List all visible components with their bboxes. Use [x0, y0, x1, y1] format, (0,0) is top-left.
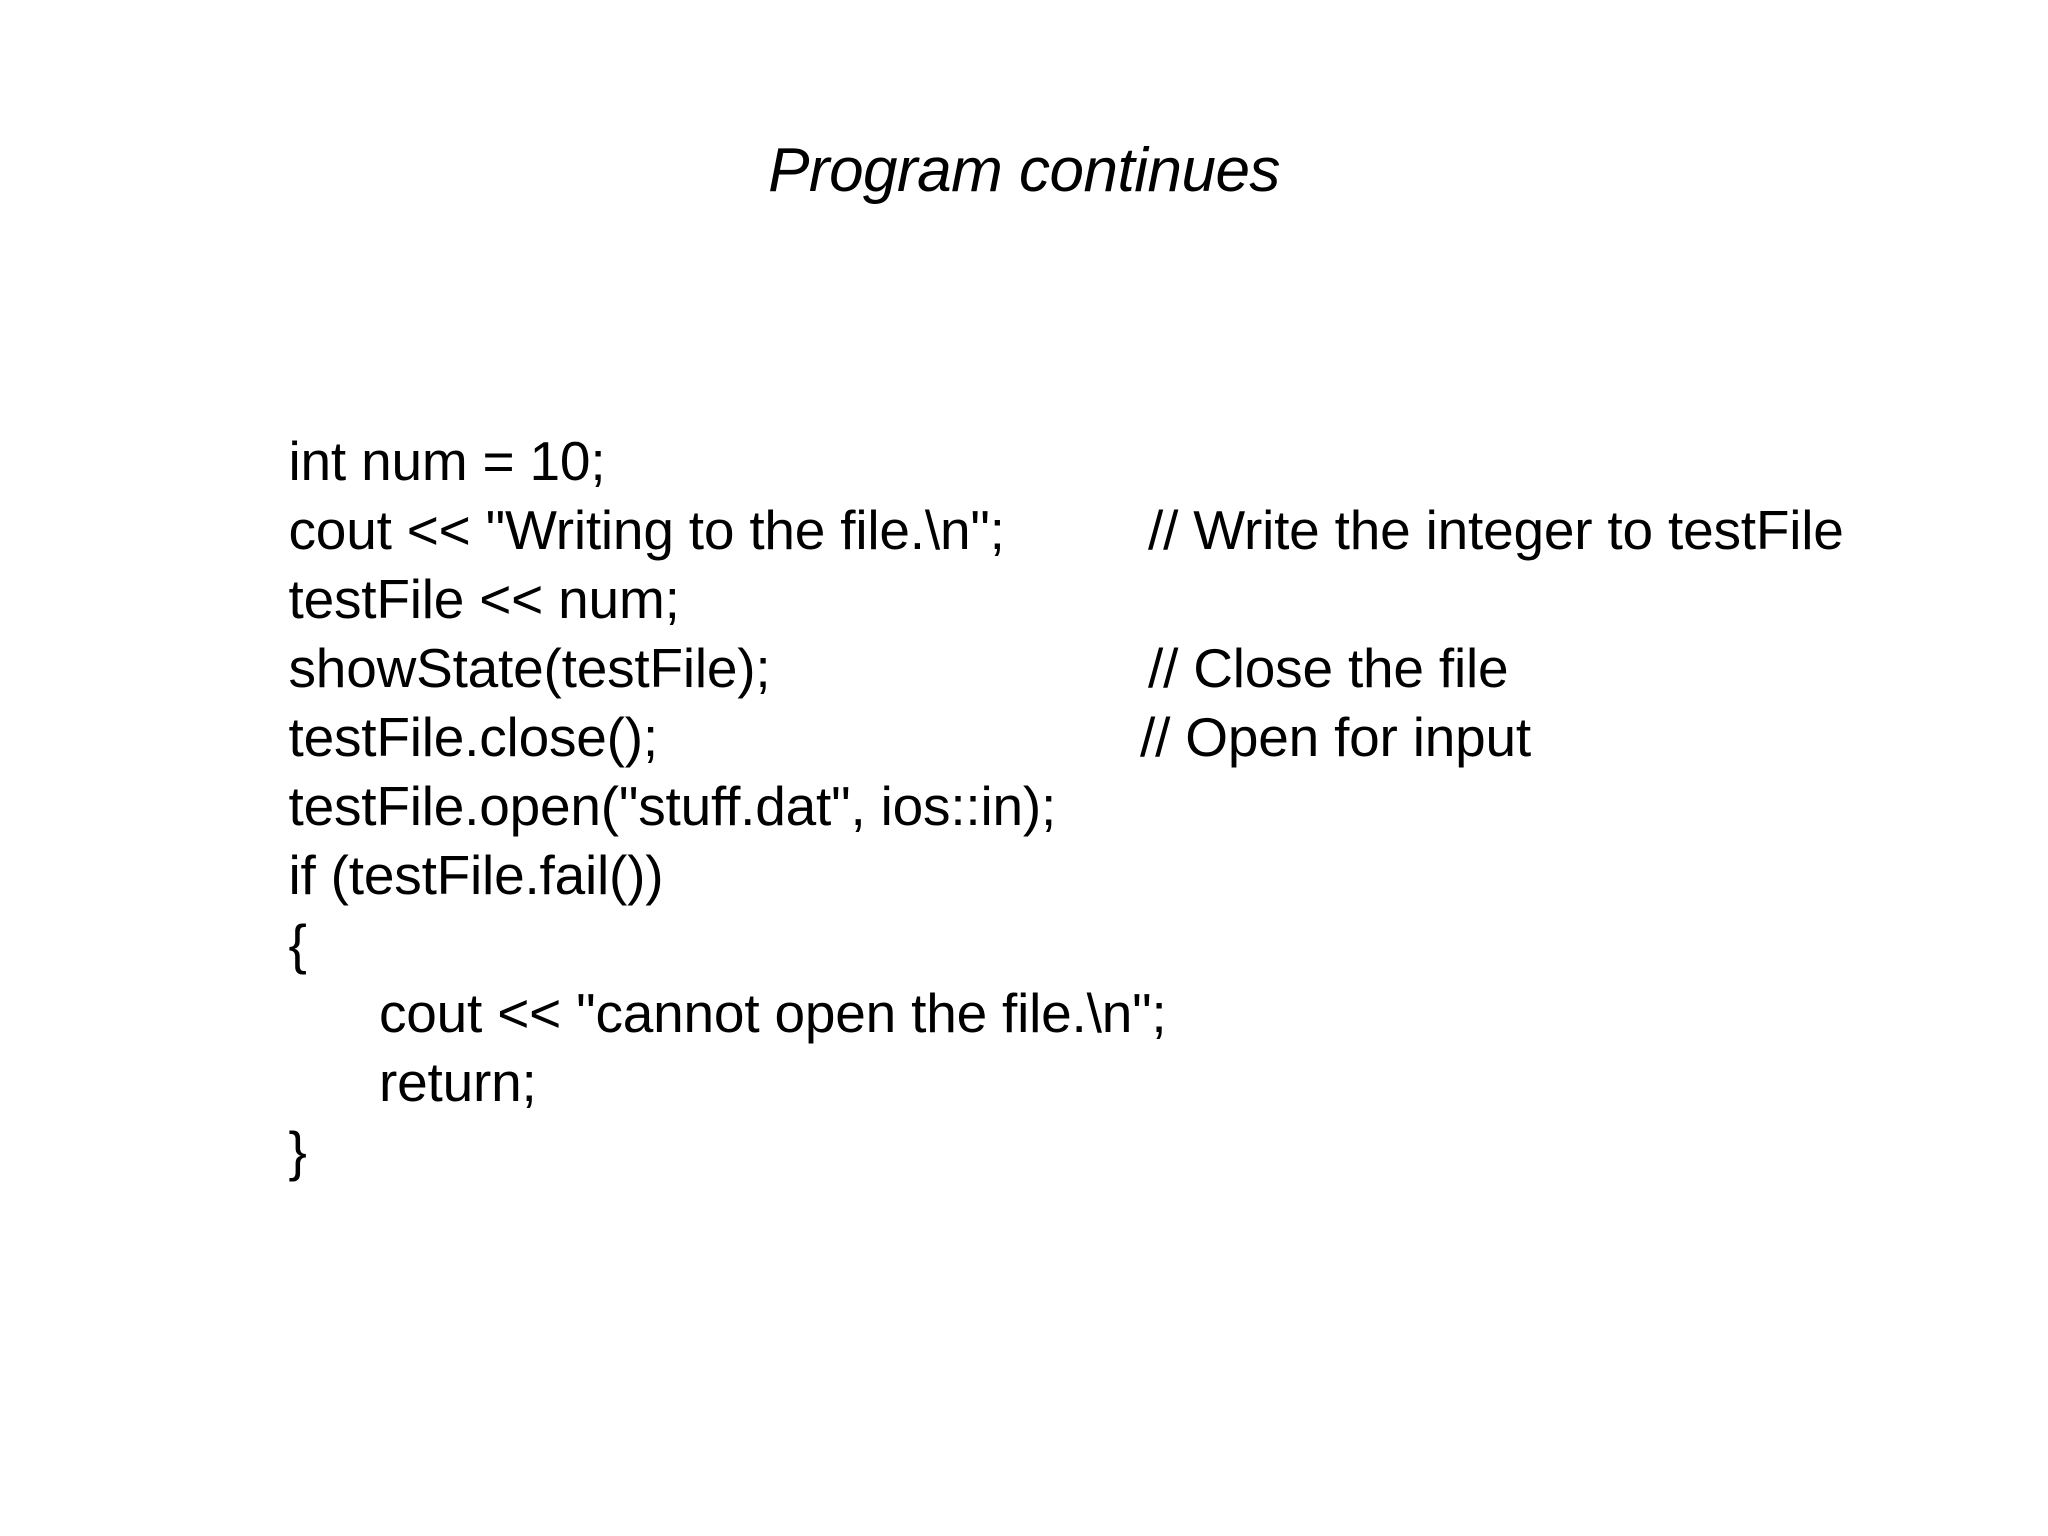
code-statement: } — [288, 1120, 307, 1182]
code-statement: cout << "cannot open the file.\n"; — [288, 982, 1167, 1044]
code-statement: if (testFile.fail()) — [288, 844, 664, 906]
code-statement: return; — [288, 1051, 537, 1113]
code-statement: { — [288, 913, 307, 975]
code-statement: testFile << num; — [288, 568, 680, 630]
code-line: { — [198, 841, 1998, 975]
code-block: int num = 10; cout << "Writing to the fi… — [198, 358, 1998, 1182]
code-line: cout << "Writing to the file.\n"; — [198, 427, 1998, 561]
code-comment: // Write the integer to testFile — [1148, 499, 1844, 561]
code-line: testFile.close(); // Close the file — [198, 634, 1998, 768]
code-statement: int num = 10; — [288, 430, 606, 492]
code-statement: showState(testFile); — [288, 637, 771, 699]
page-title: Program continues — [768, 136, 1280, 205]
code-statement: cout << "Writing to the file.\n"; — [288, 499, 1005, 561]
code-line: testFile.open("stuff.dat", ios::in); // … — [198, 703, 1998, 837]
code-line: return; — [198, 979, 1998, 1113]
code-line: testFile << num; // Write the integer to… — [198, 496, 1998, 630]
code-line: cout << "cannot open the file.\n"; — [198, 910, 1998, 1044]
code-statement: testFile.close(); — [288, 706, 659, 768]
code-line: int num = 10; — [198, 358, 1998, 492]
code-line: } — [198, 1048, 1998, 1182]
code-comment: // Close the file — [1148, 637, 1509, 699]
code-statement: testFile.open("stuff.dat", ios::in); — [288, 775, 1057, 837]
code-comment: // Open for input — [1140, 706, 1531, 768]
code-line: if (testFile.fail()) — [198, 772, 1998, 906]
code-line: showState(testFile); — [198, 565, 1998, 699]
